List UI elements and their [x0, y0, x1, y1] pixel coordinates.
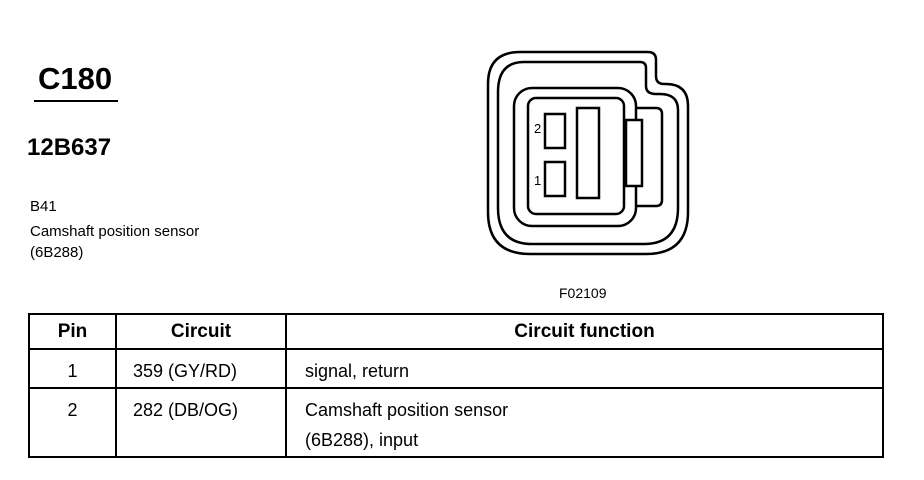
location-code: B41 [30, 198, 57, 215]
pin-1-terminal [543, 160, 567, 198]
terminal-shroud [512, 86, 638, 228]
header-circuit: Circuit [115, 313, 287, 350]
connector-id: C180 [38, 61, 113, 96]
function-cell: Camshaft position sensor (6B288), input [285, 387, 884, 458]
pin-2-terminal [543, 112, 567, 150]
pin-2-label: 2 [534, 121, 541, 136]
pin-table: Pin Circuit Circuit function 1 359 (GY/R… [28, 313, 884, 458]
component-name: Camshaft position sensor (6B288) [30, 223, 200, 261]
header-circuit-function: Circuit function [285, 313, 884, 350]
part-number: 12B637 [27, 134, 112, 161]
circuit-cell: 359 (GY/RD) [115, 348, 287, 389]
figure-code: F02109 [559, 285, 607, 301]
table-row: 1 359 (GY/RD) signal, return [28, 348, 884, 389]
function-line: (6B288), input [305, 430, 419, 450]
pin-cell: 2 [28, 387, 117, 458]
latch-button [624, 118, 644, 188]
table-row: 2 282 (DB/OG) Camshaft position sensor (… [28, 387, 884, 458]
pin-1-label: 1 [534, 173, 541, 188]
terminal-blade [575, 106, 601, 200]
housing-outer-outline [486, 50, 690, 256]
function-cell: signal, return [285, 348, 884, 389]
connector-face-diagram: 2 1 [486, 50, 690, 256]
connector-id-underline [34, 100, 118, 102]
pin-cell: 1 [28, 348, 117, 389]
circuit-cell: 282 (DB/OG) [115, 387, 287, 458]
housing-inner-outline [496, 60, 680, 246]
latch-tab [636, 106, 664, 208]
function-line: Camshaft position sensor [305, 400, 509, 420]
header-pin: Pin [28, 313, 117, 350]
function-line: signal, return [305, 361, 410, 381]
table-header-row: Pin Circuit Circuit function [28, 313, 884, 350]
terminal-cavity [526, 96, 626, 216]
